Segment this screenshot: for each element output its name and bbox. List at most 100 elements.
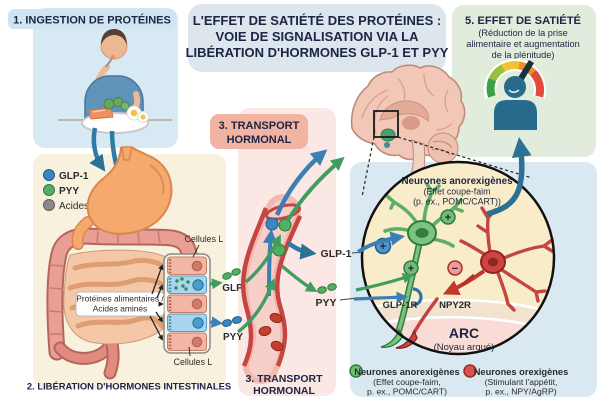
- glp1r-receptor-icon: [412, 287, 423, 307]
- gut-glp1-label: GLP-1: [222, 283, 252, 294]
- glp1-granules: [174, 277, 190, 291]
- anorexigenic-dot-icon: [349, 364, 363, 378]
- step3-top-label: 3. TRANSPORT HORMONAL: [210, 114, 308, 149]
- minus-sign: −: [452, 263, 458, 275]
- step1-text: 1. INGESTION DE PROTÉINES: [13, 14, 171, 27]
- plus-sign: +: [408, 263, 414, 275]
- cells-l-bottom-line: [188, 346, 191, 357]
- npy2r-label: NPY2R: [439, 300, 471, 311]
- anorexigenic-sub1: (Effet coupe-faim,: [373, 377, 441, 387]
- hair: [101, 29, 127, 45]
- arc-label: ARC: [449, 325, 479, 341]
- glp1-stimulates-arrow: [356, 231, 405, 254]
- glp1-out-arrow: [286, 241, 317, 260]
- pyy-hormone: [231, 316, 243, 324]
- pyy-hormone: [317, 286, 327, 294]
- corpus-callosum: [379, 100, 429, 122]
- plus-sign: +: [380, 241, 386, 253]
- step1-label-box: [8, 9, 176, 29]
- arc-sub-label: (Noyau arqué): [434, 342, 495, 353]
- glp1r-binding-arrow: [353, 291, 409, 304]
- glp1-to-brain-arrow: [274, 149, 328, 216]
- step3-top-line1: 3. TRANSPORT: [219, 120, 300, 132]
- esophagus: [121, 146, 133, 161]
- title-line3: LIBÉRATION D'HORMONES GLP-1 ET PYY: [186, 45, 449, 60]
- brain-gyri: [361, 73, 453, 135]
- step2-text: 2. LIBÉRATION D'HORMONES INTESTINALES: [27, 381, 231, 392]
- inset-circle-outline: [360, 160, 556, 356]
- glp1-hormone: [222, 272, 232, 280]
- cell-nucleus: [192, 317, 204, 329]
- zoom-dash-right: [397, 136, 533, 179]
- title-line2: VOIE DE SIGNALISATION VIA LA: [216, 29, 420, 44]
- glp1-hormone: [231, 268, 241, 276]
- cell-nucleus: [192, 279, 204, 291]
- silhouette-body: [494, 100, 537, 130]
- green-axon-terminal: [380, 328, 404, 348]
- satiety-output-arrow: [486, 137, 532, 217]
- legend-glp1: GLP-1: [59, 171, 89, 182]
- pyy-to-brain-arrow: [286, 156, 345, 222]
- cells-l-top-line: [192, 244, 200, 258]
- protein-box-bg: [75, 291, 165, 317]
- food-bite: [110, 54, 116, 60]
- egg-yolk: [140, 114, 146, 120]
- thalamus: [402, 116, 420, 130]
- satisfied-person-icon: [494, 76, 537, 130]
- vessel-wall-left: [240, 207, 269, 367]
- gauge-red: [529, 69, 545, 98]
- colon: [48, 229, 196, 359]
- pyy-hormone: [327, 283, 337, 291]
- protein-line1: Protéines alimentaires /: [76, 294, 164, 304]
- pyy-secretion-arrow: [209, 316, 224, 328]
- plus-badge-icon: [440, 209, 456, 225]
- red-axon: [412, 297, 439, 335]
- step3-top-line2: HORMONAL: [227, 134, 292, 146]
- cell-nucleus: [191, 336, 203, 348]
- inhibition-bar-icon: [461, 273, 475, 287]
- broccoli: [103, 98, 115, 110]
- broccoli: [113, 97, 123, 107]
- zoom-region-box: [373, 110, 399, 138]
- legend-pyy: PYY: [59, 186, 79, 197]
- step5-sub1: (Réduction de la prise: [478, 28, 567, 38]
- duodenum: [73, 217, 93, 249]
- step1-label: 1. INGESTION DE PROTÉINES: [8, 9, 176, 29]
- step5-sub2: alimentaire et augmentation: [466, 39, 579, 49]
- orexigenic-sub2: p. ex., NPY/AgRP): [485, 387, 556, 397]
- stomach: [86, 147, 173, 235]
- gauge-yellow: [501, 61, 520, 72]
- glp1r-label: GLP-1R: [383, 300, 418, 311]
- orexigenic-sub1: (Stimulant l'appétit,: [485, 377, 558, 387]
- orexigenic-title: Neurones orexigènes: [474, 367, 569, 377]
- vessel-pyy-label: PYY: [315, 297, 336, 309]
- gauge-green: [486, 77, 497, 98]
- glp1-into-vessel-arrow: [244, 234, 281, 284]
- title-box: [188, 4, 446, 72]
- cells-l-top-label: Cellules L: [185, 234, 224, 244]
- salmon: [88, 107, 114, 120]
- neuron-nucleus: [415, 228, 429, 238]
- plus-sign: +: [445, 212, 451, 224]
- minus-badge-icon: [447, 260, 463, 276]
- glp1-secretion-arrow: [209, 278, 223, 290]
- small-intestine-coils: [67, 257, 171, 329]
- pyy-out-arrow: [280, 264, 318, 292]
- inset-header3: (p. ex., POMC/CART)): [413, 197, 501, 207]
- inset-header2: (Effet coupe-faim: [424, 187, 491, 197]
- glp1-dot-icon: [43, 169, 55, 181]
- red-blood-cell: [258, 325, 272, 337]
- salmon-stripe: [92, 109, 106, 113]
- title-line1: L'EFFET DE SATIÉTÉ DES PROTÉINES :: [193, 13, 441, 28]
- hypothalamus-highlight: [380, 128, 396, 142]
- step3-bottom-line1: 3. TRANSPORT: [245, 373, 323, 385]
- gut-pyy-label: PYY: [223, 332, 243, 343]
- protein-line2: Acides aminés: [93, 304, 147, 314]
- band-line1: [362, 298, 554, 316]
- vessel-glp1-label: GLP-1: [321, 248, 352, 260]
- main-title: L'EFFET DE SATIÉTÉ DES PROTÉINES : VOIE …: [186, 13, 449, 60]
- anorexigenic-sub2: p. ex., POMC/CART): [367, 387, 447, 397]
- arc-inset: + + + − Neurones anorexigènes (Effet cou…: [360, 160, 556, 356]
- cells-l-bottom-label: Cellules L: [174, 357, 213, 367]
- protein-box: Protéines alimentaires / Acides aminés: [75, 291, 165, 317]
